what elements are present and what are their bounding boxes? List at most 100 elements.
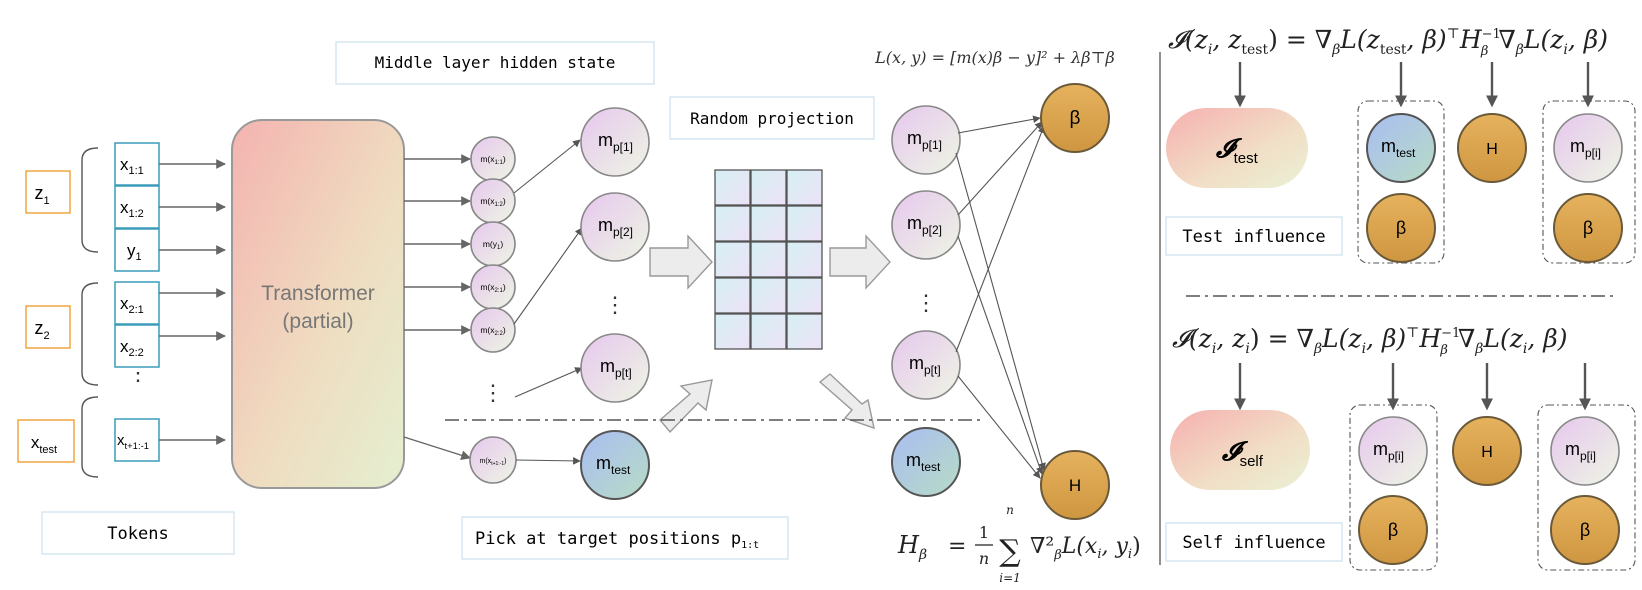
test-influence-pill: 𝓘test xyxy=(1166,108,1308,188)
svg-text:β: β xyxy=(1580,520,1590,540)
hessian-node: H xyxy=(1040,450,1110,520)
group-braces xyxy=(81,147,99,478)
token-x21: x2:1 xyxy=(120,294,144,316)
random-projection-label: Random projection xyxy=(669,96,875,140)
hidden-state-2: m(x1:2) xyxy=(480,196,506,208)
svg-text:(partial): (partial) xyxy=(282,310,353,333)
hidden-states: m(x1:1) m(x1:2) m(y1) m(x2:1) m(x2:2) m(… xyxy=(469,136,517,484)
group-label-xtest: xtest xyxy=(17,419,75,463)
projected-mp2: mp[2] xyxy=(907,213,942,237)
token-xtest: xt+1:-1 xyxy=(117,432,149,452)
beta-node: β xyxy=(1040,83,1110,153)
projected-mtest: mtest xyxy=(906,450,941,474)
group-label-z1: z1 xyxy=(25,170,71,214)
svg-text:=: = xyxy=(948,534,966,559)
svg-text:∑: ∑ xyxy=(999,534,1021,569)
self-node-beta-b: β xyxy=(1550,495,1620,565)
self-down-arrows xyxy=(1234,363,1591,411)
picked-nodes: mp[1] mp[2] mp[t] mtest xyxy=(580,107,650,500)
self-node-beta-a: β xyxy=(1358,495,1428,565)
hidden-state-5: m(x2:2) xyxy=(480,325,506,337)
token-column: x1:1 x1:2 y1 x2:1 x2:2 xt+1:-1 xyxy=(114,142,160,462)
svg-text:L(x, y) = [m(x)β − y]² + λβ⊤β: L(x, y) = [m(x)β − y]² + λβ⊤β xyxy=(874,48,1115,67)
projected-mpt: mp[t] xyxy=(909,353,941,377)
svg-text:β: β xyxy=(1396,218,1406,238)
svg-text:𝓘(zi, ztest) = ∇βL(ztest, β)⊤: 𝓘(zi, ztest) = ∇βL(ztest, β)⊤H−1β∇βL(zi,… xyxy=(1168,25,1608,59)
block-arrows xyxy=(649,234,891,434)
svg-text:mp[i]: mp[i] xyxy=(1565,439,1596,463)
svg-text:mtest: mtest xyxy=(1381,136,1416,160)
test-node-h: H xyxy=(1457,113,1527,183)
picked-mp1: mp[1] xyxy=(598,130,633,154)
self-influence-pill: 𝓘self xyxy=(1170,410,1310,490)
hidden-state-1: m(x1:1) xyxy=(480,154,506,166)
pick-positions-label: Pick at target positions p1:t xyxy=(461,516,789,560)
tokens-label: Tokens xyxy=(41,511,235,555)
pick-arrows xyxy=(513,139,583,465)
svg-text:Middle layer hidden state: Middle layer hidden state xyxy=(375,53,616,72)
token-x22: x2:2 xyxy=(120,337,144,359)
test-node-beta-a: β xyxy=(1366,193,1436,263)
svg-text:β: β xyxy=(1583,218,1593,238)
test-influence-label: Test influence xyxy=(1165,216,1343,256)
svg-text:mp[i]: mp[i] xyxy=(1570,136,1601,160)
svg-text:H: H xyxy=(1069,476,1081,495)
middle-layer-label: Middle layer hidden state xyxy=(335,41,655,85)
svg-text:z2: z2 xyxy=(34,318,49,342)
projected-nodes: mp[1] mp[2] mp[t] mtest xyxy=(891,105,961,497)
svg-text:β: β xyxy=(1388,520,1398,540)
svg-text:Hβ: Hβ xyxy=(897,531,927,563)
picked-mpt: mp[t] xyxy=(600,356,632,380)
self-group-b xyxy=(1537,404,1636,571)
loss-formula: L(x, y) = [m(x)β − y]² + λβ⊤β xyxy=(874,48,1115,67)
token-y1: y1 xyxy=(127,241,142,263)
svg-text:i=1: i=1 xyxy=(999,571,1021,585)
projected-mp1: mp[1] xyxy=(907,128,942,152)
svg-text:mp[i]: mp[i] xyxy=(1373,439,1404,463)
picked-mp2: mp[2] xyxy=(598,215,633,239)
hidden-state-test: m(xt+1:-1) xyxy=(480,458,507,467)
svg-text:Tokens: Tokens xyxy=(107,524,168,544)
token-x12: x1:2 xyxy=(120,198,144,220)
test-node-beta-b: β xyxy=(1553,193,1623,263)
svg-text:Random projection: Random projection xyxy=(690,109,854,128)
svg-text:Transformer: Transformer xyxy=(261,282,375,305)
test-node-mpi: mp[i] xyxy=(1553,113,1623,183)
self-group-a xyxy=(1349,404,1438,571)
hidden-ellipsis: ⋮ xyxy=(482,380,504,405)
hessian-formula: Hβ = 1 n n ∑ i=1 ∇²βL(xi, yi) xyxy=(897,503,1141,585)
svg-text:xtest: xtest xyxy=(31,433,57,456)
svg-text:n: n xyxy=(979,549,989,568)
self-node-h: H xyxy=(1452,416,1522,486)
token-x11: x1:1 xyxy=(120,155,144,177)
test-node-mtest: mtest xyxy=(1366,113,1436,183)
svg-text:Pick at target positions p1:t: Pick at target positions p1:t xyxy=(475,529,759,551)
svg-text:Test influence: Test influence xyxy=(1182,227,1325,247)
test-down-arrows xyxy=(1234,62,1594,108)
projected-ellipsis: ⋮ xyxy=(915,290,937,315)
projection-grid xyxy=(714,169,823,350)
picked-mtest: mtest xyxy=(596,453,631,477)
svg-text:Self influence: Self influence xyxy=(1182,533,1325,553)
test-group-b xyxy=(1542,100,1636,264)
svg-text:∇²βL(xi, yi): ∇²βL(xi, yi) xyxy=(1030,534,1141,563)
self-influence-label: Self influence xyxy=(1165,522,1343,562)
svg-text:β: β xyxy=(1070,108,1081,129)
self-node-mpi-b: mp[i] xyxy=(1550,416,1620,486)
hidden-state-3: m(y1) xyxy=(483,239,504,251)
svg-text:1: 1 xyxy=(979,523,989,542)
hidden-arrows xyxy=(403,154,471,460)
svg-text:z1: z1 xyxy=(34,183,49,207)
fit-connections xyxy=(955,115,1046,479)
token-arrows xyxy=(159,159,226,445)
picked-ellipsis: ⋮ xyxy=(604,292,626,317)
test-group-a xyxy=(1357,100,1445,264)
svg-text:n: n xyxy=(1006,503,1014,517)
group-label-z2: z2 xyxy=(25,305,71,349)
svg-text:H: H xyxy=(1481,444,1493,461)
svg-text:𝓘(zi, zi) = ∇βL(zi, β)⊤H−1β∇β: 𝓘(zi, zi) = ∇βL(zi, β)⊤H−1β∇βL(zi, β) xyxy=(1172,324,1568,358)
transformer-block: Transformer (partial) xyxy=(231,119,405,489)
